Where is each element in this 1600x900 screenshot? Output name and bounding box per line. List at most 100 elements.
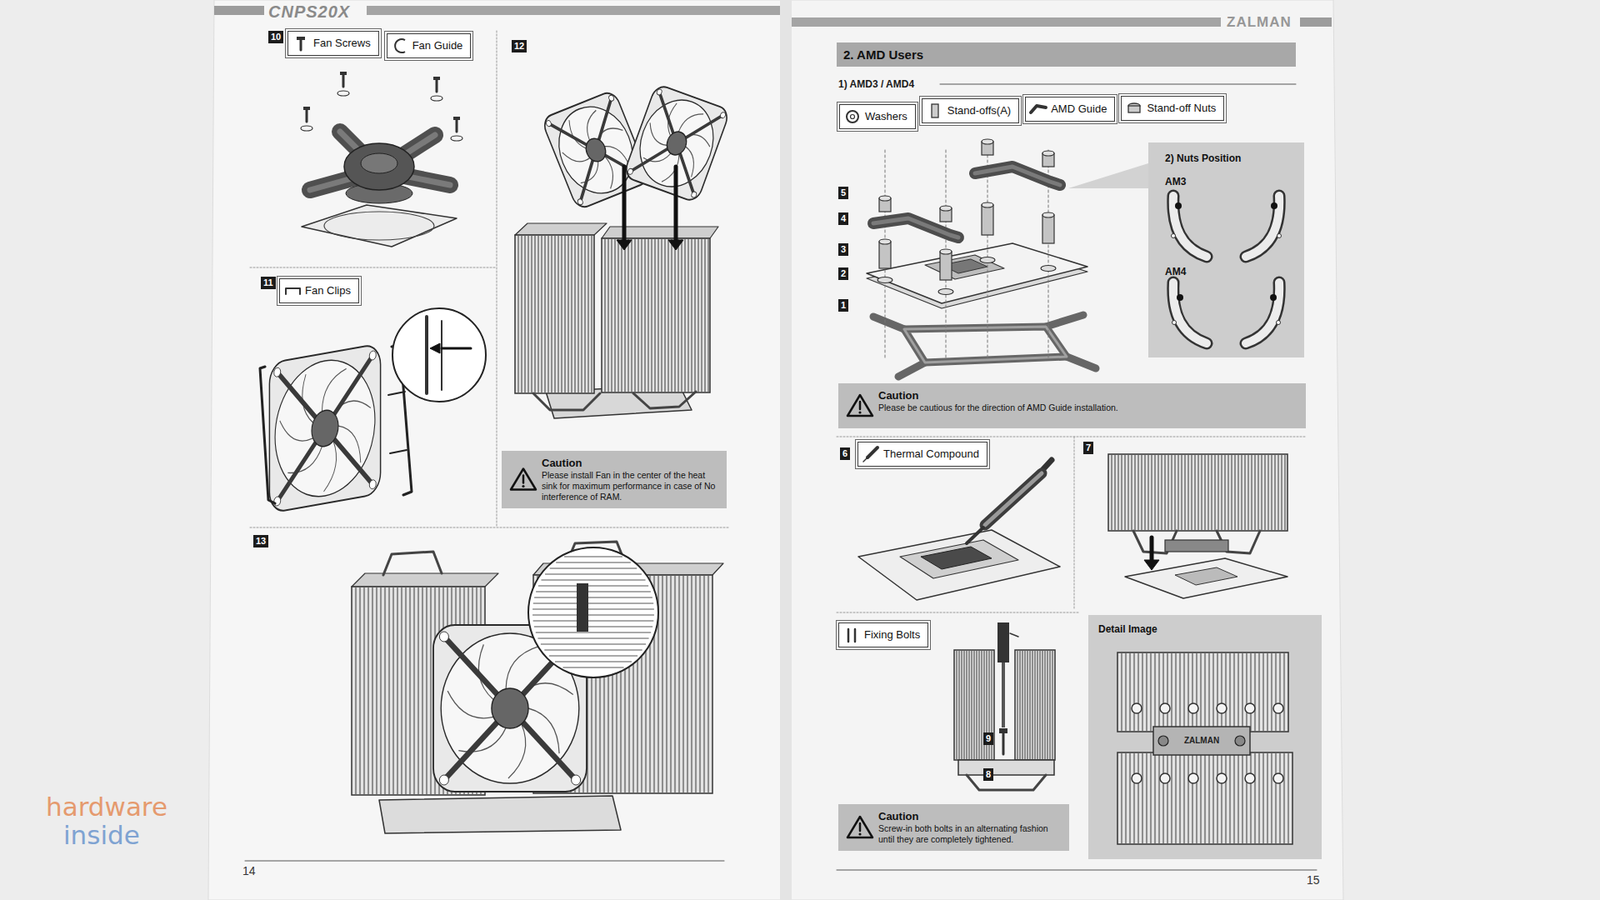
backplate (1045, 315, 1084, 327)
amd-guide (975, 166, 1060, 185)
part-tag: Stand-off Nuts (1120, 95, 1225, 121)
fin-stack (515, 235, 595, 394)
fin-top (601, 226, 719, 239)
header-bar (791, 17, 1221, 27)
warning-triangle (521, 485, 525, 488)
part-name: Stand-offs(A) (947, 104, 1011, 118)
icon (847, 629, 850, 642)
magnified-fins (532, 556, 655, 668)
heat-pipe (533, 393, 600, 410)
fin-lines (1017, 650, 1053, 760)
nut-position (1270, 202, 1278, 210)
node-art (1148, 142, 1305, 358)
stand-off (981, 202, 994, 208)
arrow-line (390, 450, 407, 454)
heatsink-base (379, 795, 621, 834)
page-rule (836, 870, 1317, 871)
fin-hole (1245, 703, 1255, 714)
cpu-socket (1175, 567, 1238, 585)
fan-guide-top (360, 153, 398, 174)
magnified-frame (425, 316, 429, 394)
fixing-bolt (1158, 735, 1169, 746)
watermark: hardware (45, 793, 168, 821)
thermal-compound (920, 546, 992, 570)
fin-hole (1131, 773, 1142, 784)
part-name: Fan Clips (305, 284, 351, 298)
caution-heading: Caution (541, 456, 720, 470)
step-number: 13 (253, 535, 269, 548)
fan-screw (305, 110, 309, 122)
step-number: 7 (1083, 441, 1094, 455)
fin-hole (1188, 773, 1199, 784)
fan-blade (508, 724, 526, 779)
fin-hole (1273, 773, 1284, 784)
washer (877, 277, 893, 284)
magnified-clip (576, 583, 589, 632)
brand-name: ZALMAN (1226, 14, 1292, 30)
screw-hole (571, 775, 581, 785)
icon (867, 447, 878, 458)
cpu-socket (925, 255, 1005, 280)
stand-off-nut (1042, 150, 1055, 156)
fin-hole (1160, 773, 1170, 784)
stand-off (940, 249, 952, 255)
fan-hub (311, 408, 339, 450)
syringe (966, 527, 984, 544)
brand-name: ZALMAN (1184, 735, 1220, 746)
stand-off (879, 239, 891, 245)
fixing-bolt (1235, 735, 1245, 746)
icon (285, 288, 300, 295)
washer (980, 257, 995, 264)
caution-text: Screw-in both bolts in an alternating fa… (878, 823, 1063, 845)
screw-hole (576, 198, 584, 206)
part-name: 2. AMD Users (843, 46, 1290, 63)
fan-clip (260, 366, 275, 504)
arrow-shaft (622, 166, 627, 242)
fin-hole (1216, 703, 1227, 714)
guide-hole (1172, 320, 1177, 325)
screw-hole (720, 111, 727, 120)
arrow-head (430, 343, 440, 354)
screw-hole (274, 495, 281, 506)
panel-divider (250, 527, 729, 529)
fin-lines (1111, 455, 1285, 530)
screw-hole (274, 367, 281, 378)
washer (938, 289, 954, 295)
fan-blade (685, 131, 713, 148)
screwdriver (997, 622, 1010, 663)
fin-hole (1188, 703, 1199, 714)
fin-stack (601, 238, 710, 393)
fin-lines (605, 239, 709, 392)
arrow-line (388, 391, 405, 395)
rotation-mark (1010, 633, 1019, 637)
fan-blade (302, 373, 314, 425)
caution-box: CautionPlease install Fan in the center … (501, 450, 727, 509)
motherboard (866, 243, 1088, 304)
screw-hole (608, 94, 615, 102)
stand-off (879, 241, 891, 269)
fin-lines (1121, 753, 1289, 844)
warning-triangle (847, 395, 873, 416)
part-name: Thermal Compound (883, 447, 980, 461)
warning-triangle (859, 823, 862, 831)
fan (269, 343, 380, 513)
callout-number: 4 (838, 212, 849, 225)
watermark: inside (63, 821, 140, 850)
heat-pipe (966, 775, 1046, 790)
arrow-head (1144, 560, 1160, 570)
magnifier (392, 308, 486, 402)
icon (854, 629, 857, 642)
icon (931, 104, 939, 118)
socket-label: AM3 (1165, 175, 1186, 189)
stand-off (1042, 215, 1055, 244)
section-subheading: 1) AMD3 / AMD4 (838, 78, 915, 90)
fan-screw (435, 80, 439, 92)
stand-off-nut (981, 139, 994, 145)
part-name: Fan Screws (313, 36, 371, 50)
icon (395, 39, 405, 53)
fan-blade (324, 440, 337, 491)
magnified-clip (440, 320, 443, 390)
warning-triangle (858, 832, 861, 835)
part-name: Fixing Bolts (864, 628, 920, 642)
